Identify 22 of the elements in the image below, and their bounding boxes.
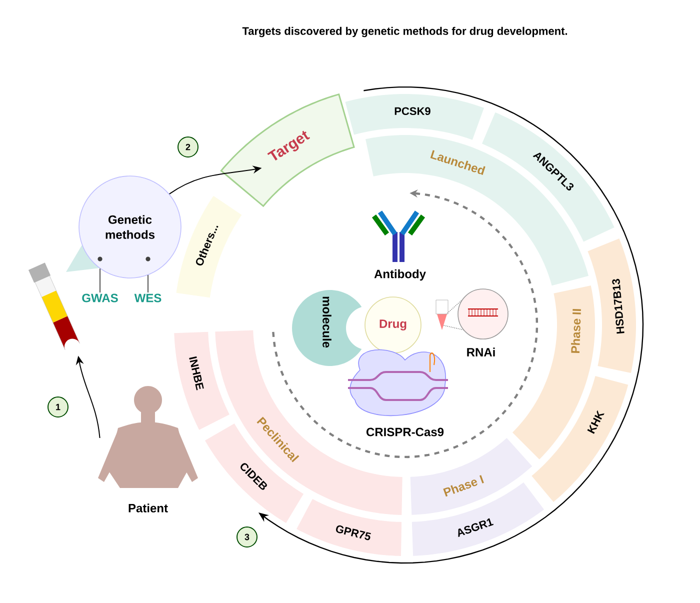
node-label: PCSK9 bbox=[394, 107, 430, 116]
ring-segment: KHK bbox=[532, 376, 628, 502]
ring-segment: GPR75 bbox=[296, 498, 402, 556]
step-number: 3 bbox=[236, 526, 258, 548]
rnai-label: RNAi bbox=[467, 348, 495, 356]
node-label: GPR75 bbox=[336, 525, 371, 540]
node-label: INHBE bbox=[189, 356, 204, 390]
method-label: WES bbox=[134, 294, 162, 302]
title: Targets discovered by genetic methods for drug development. bbox=[242, 26, 568, 38]
ring-segment: INHBE bbox=[174, 332, 230, 430]
speech-bubble: Genetic methods bbox=[66, 176, 182, 278]
stage-segment: Phase I bbox=[410, 438, 532, 515]
icon-label: Antibody bbox=[374, 269, 426, 281]
blood-tube bbox=[28, 262, 80, 350]
step-number: 2 bbox=[178, 136, 198, 158]
patient-label: Patient bbox=[128, 504, 168, 512]
node-label: HSD17B13 bbox=[612, 278, 624, 334]
method-label: GWAS bbox=[82, 294, 118, 302]
node-label: Phase II bbox=[571, 308, 581, 353]
ring-segment: HSD17B13 bbox=[588, 238, 636, 374]
ring-segment: PCSK9 bbox=[345, 94, 484, 140]
step-number: 1 bbox=[48, 396, 68, 418]
